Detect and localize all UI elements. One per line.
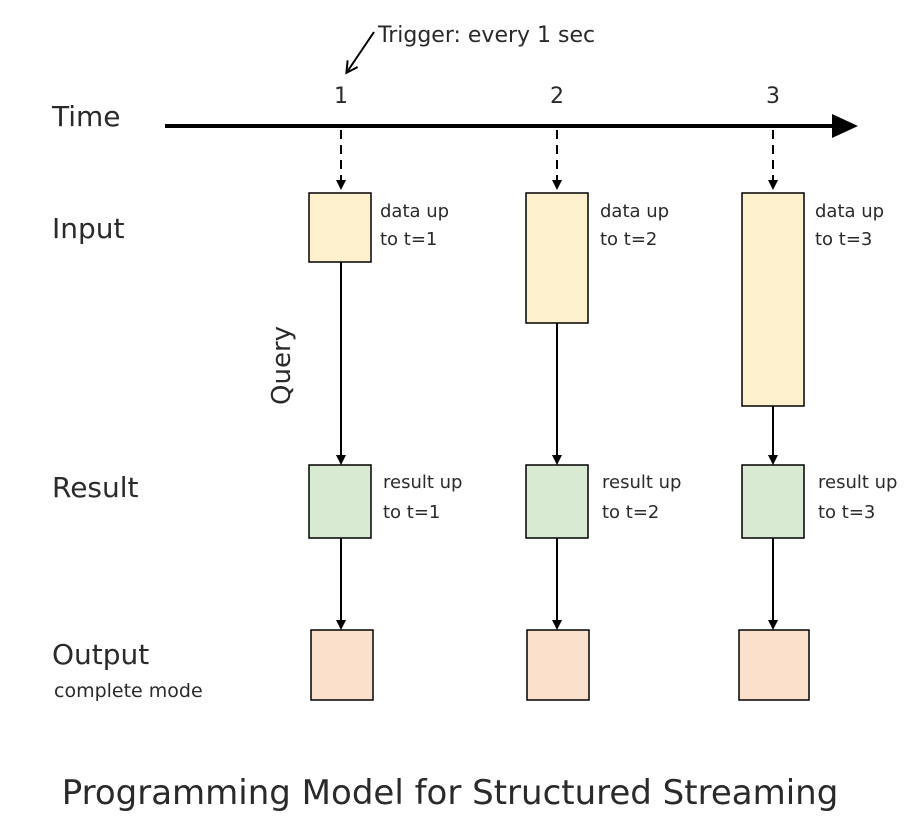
time-tick-3: 3 [766,84,780,109]
result-box-3 [741,464,805,539]
result-label: Result [52,471,139,504]
result-text-line1-2: result up [602,472,681,493]
diagram-title: Programming Model for Structured Streami… [62,773,839,813]
query-label: Query [267,326,297,405]
time-tick-1: 1 [334,84,348,109]
input-text-line2-1: to t=1 [380,229,437,250]
output-label: Output [52,638,149,671]
input-box-1 [308,192,372,263]
input-text-line1-3: data up [815,201,884,222]
input-box-3 [741,192,805,407]
result-box-1 [308,464,372,539]
time-label: Time [51,100,121,133]
result-text-line1-3: result up [818,472,897,493]
trigger-arrow [347,31,375,72]
time-tick-2: 2 [550,84,564,109]
result-text-line1-1: result up [383,472,462,493]
input-text-line2-3: to t=3 [815,229,872,250]
output-box-3 [738,629,810,701]
trigger-label: Trigger: every 1 sec [377,23,595,48]
time-axis-arrowhead [832,114,858,138]
output-mode-label: complete mode [54,680,203,702]
input-text-line1-2: data up [600,201,669,222]
input-label: Input [52,212,125,245]
result-text-line2-3: to t=3 [818,502,875,523]
result-text-line2-2: to t=2 [602,502,659,523]
input-text-line1-1: data up [380,201,449,222]
result-box-2 [525,464,589,539]
input-box-2 [525,192,589,324]
output-box-1 [310,629,374,701]
input-text-line2-2: to t=2 [600,229,657,250]
result-text-line2-1: to t=1 [383,502,440,523]
steps-layer: 1 data up to t=1 result up to t=1 2 data up to … [308,84,897,701]
output-box-2 [526,629,590,701]
